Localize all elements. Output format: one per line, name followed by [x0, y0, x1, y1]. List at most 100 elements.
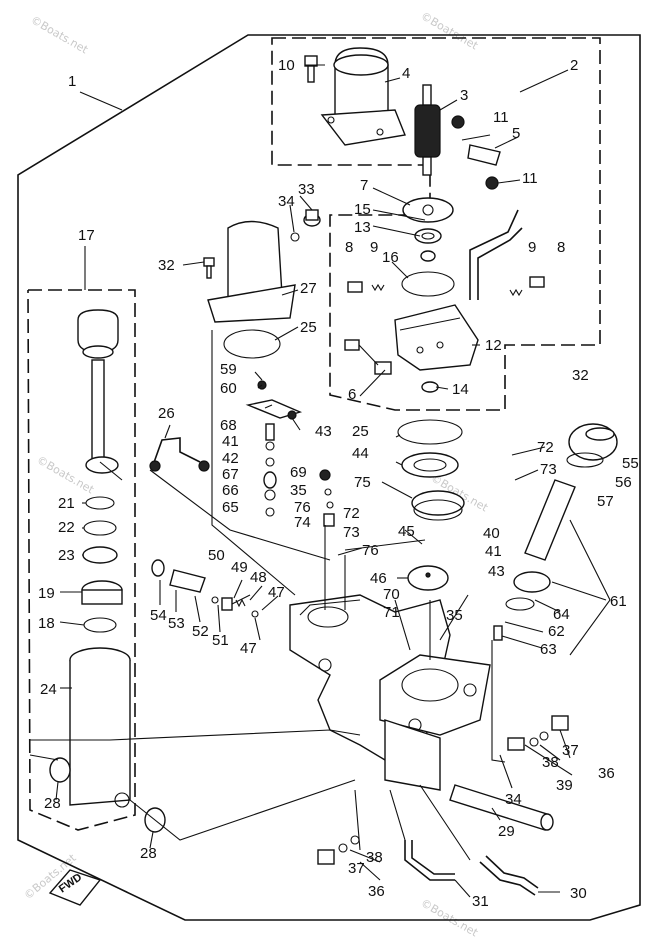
o-ring-21	[85, 496, 115, 510]
assembly-boundary-outline	[17, 34, 641, 921]
watermark-text: ©Boats.net	[419, 9, 481, 52]
seal-44	[401, 452, 459, 478]
callout-41-left: 41	[222, 433, 239, 450]
cylinder-24	[69, 647, 131, 808]
callout-66: 66	[222, 482, 239, 499]
callout-55: 55	[622, 455, 639, 472]
callout-3: 3	[460, 87, 468, 104]
callout-43-right: 43	[488, 563, 505, 580]
callout-67: 67	[222, 466, 239, 483]
callout-29: 29	[498, 823, 515, 840]
callout-63: 63	[540, 641, 557, 658]
callout-21: 21	[58, 495, 75, 512]
watermark-text: ©Boats.net	[35, 453, 97, 496]
motor-assembly-boundary	[271, 37, 601, 411]
ring-23	[82, 546, 118, 564]
callout-40: 40	[483, 525, 500, 542]
callout-9-right: 9	[528, 239, 536, 256]
callout-37-bottom: 37	[348, 860, 365, 877]
pump-motor-base-12	[394, 304, 479, 371]
callout-23: 23	[58, 547, 75, 564]
callout-15: 15	[354, 201, 371, 218]
callout-19: 19	[38, 585, 55, 602]
callout-labels: 1 2 3 4 5 6 7 8 8 9 9 10 11 11 12 13 14 …	[38, 57, 639, 910]
callout-34-bottom: 34	[505, 791, 522, 808]
pipe-31	[404, 840, 455, 881]
callout-7: 7	[360, 177, 368, 194]
seal-13	[414, 228, 442, 244]
bolt-10	[304, 55, 318, 83]
callout-75: 75	[354, 474, 371, 491]
callout-73-mid: 73	[343, 524, 360, 541]
hose-26	[149, 437, 210, 472]
callout-38-bottom: 38	[366, 849, 383, 866]
callout-35-left: 35	[290, 482, 307, 499]
brush-cap-8-right	[529, 276, 545, 288]
callout-64: 64	[553, 606, 570, 623]
callout-71: 71	[383, 604, 400, 621]
callout-12: 12	[485, 337, 502, 354]
callout-11-mid: 11	[522, 170, 538, 187]
o-ring-16	[401, 271, 455, 297]
callout-8-left: 8	[345, 239, 353, 256]
fwd-direction-marker: FWD	[48, 869, 102, 906]
callout-47-bottom: 47	[240, 640, 257, 657]
tilt-cylinder-boundary	[27, 289, 136, 831]
motor-housing	[320, 47, 406, 146]
callout-49: 49	[231, 559, 248, 576]
callout-68: 68	[220, 417, 237, 434]
callout-42: 42	[222, 450, 239, 467]
trim-ram-bracket-line	[569, 519, 611, 656]
callout-50: 50	[208, 547, 225, 564]
callout-56: 56	[615, 474, 632, 491]
callout-47-top: 47	[268, 584, 285, 601]
callout-30: 30	[570, 885, 587, 902]
spring-9-left	[371, 283, 385, 292]
callout-28-left: 28	[44, 795, 61, 812]
callout-1: 1	[68, 73, 76, 90]
callout-54: 54	[150, 607, 167, 624]
callout-13: 13	[354, 219, 371, 236]
callout-76-left: 76	[294, 499, 311, 516]
valve-46	[407, 565, 449, 591]
callout-32-right: 32	[572, 367, 589, 384]
callout-35-mid: 35	[446, 607, 463, 624]
callout-46: 46	[370, 570, 387, 587]
callout-26: 26	[158, 405, 175, 422]
watermark-text: ©Boats.net	[29, 13, 91, 56]
callout-36-bottom: 36	[368, 883, 385, 900]
callout-57: 57	[597, 493, 614, 510]
callout-10: 10	[278, 57, 295, 74]
callout-65: 65	[222, 499, 239, 516]
callout-34-top: 34	[278, 193, 295, 210]
callout-24: 24	[40, 681, 57, 698]
callout-2: 2	[570, 57, 578, 74]
bolt-63	[493, 625, 503, 641]
bearing-16-small	[420, 250, 436, 262]
callout-36-right: 36	[598, 765, 615, 782]
callout-43-left: 43	[315, 423, 332, 440]
spring-9-right	[509, 288, 523, 297]
connector-6	[344, 339, 392, 375]
bolt-32-left	[203, 257, 215, 279]
callout-73-right: 73	[540, 461, 557, 478]
callout-52: 52	[192, 623, 209, 640]
wire-lead	[469, 209, 523, 300]
o-ring-18	[83, 617, 117, 633]
callout-33: 33	[298, 181, 315, 198]
screw-11-top	[451, 115, 465, 129]
o-ring-34-top	[290, 232, 300, 242]
callout-31: 31	[472, 893, 489, 910]
callout-44: 44	[352, 445, 369, 462]
callout-76-mid: 76	[362, 542, 379, 559]
callout-27: 27	[300, 280, 317, 297]
callout-59: 59	[220, 361, 237, 378]
reservoir-27	[207, 220, 296, 323]
callout-37-right: 37	[562, 742, 579, 759]
callout-51: 51	[212, 632, 229, 649]
o-ring-25-top	[223, 329, 281, 359]
callout-39: 39	[556, 777, 573, 794]
brush-5	[461, 134, 501, 166]
